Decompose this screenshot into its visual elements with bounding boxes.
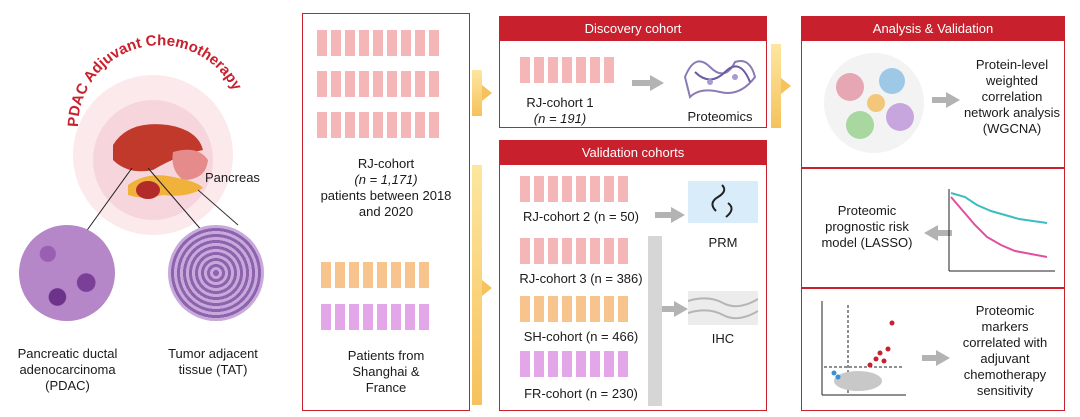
discovery-box: Discovery cohort RJ-cohort 1 (n = 191) P… [499, 16, 767, 128]
validation-cohort-fr: FR-cohort (n = 230) [524, 386, 638, 401]
volcano-plot-icon [821, 301, 906, 396]
other-patient-icons-row-1 [321, 262, 429, 288]
markers-arrow-icon [936, 350, 950, 366]
markers-label: Proteomic markers correlated with adjuva… [962, 303, 1048, 398]
discovery-arrow-icon [650, 75, 664, 91]
prm-spectrum-icon [688, 181, 758, 223]
other-patients-label: Patients from Shanghai & France [347, 348, 425, 395]
rj2-patient-icons [520, 176, 628, 202]
wgcna-arrow-shaft [932, 97, 946, 103]
prm-label: PRM [708, 235, 738, 250]
arrow-to-discovery-icon [482, 85, 492, 101]
validation-header: Validation cohorts [500, 141, 766, 165]
patients-box: RJ-cohort (n = 1,171) patients between 2… [302, 13, 470, 411]
lasso-label: Proteomic prognostic risk model (LASSO) [821, 203, 913, 250]
ihc-slide-icon [688, 291, 758, 325]
prm-arrow-icon [671, 207, 685, 223]
analysis-header: Analysis & Validation [802, 17, 1064, 41]
prm-arrow-shaft [655, 212, 671, 218]
fr-patient-icons [520, 351, 628, 377]
analysis-box: Analysis & Validation Protein-level weig… [801, 16, 1065, 411]
rj-patient-icons-row-1 [317, 30, 439, 56]
tat-label: Tumor adjacent tissue (TAT) [168, 346, 258, 377]
arrow-bar-to-discovery [472, 70, 482, 116]
other-patient-icons-row-2 [321, 304, 429, 330]
ihc-arrow-icon [674, 301, 688, 317]
rj-patient-icons-row-2 [317, 71, 439, 97]
pdac-label: Pancreatic ductal adenocarcinoma (PDAC) [17, 346, 118, 393]
rj-cohort-desc: patients between 2018 and 2020 [320, 188, 452, 219]
svg-text:PDAC Adjuvant Chemotherapy: PDAC Adjuvant Chemotherapy [65, 32, 246, 127]
wgcna-arrow-icon [946, 92, 960, 108]
circle-title: PDAC Adjuvant Chemotherapy [65, 32, 246, 127]
tat-tissue-image [168, 225, 264, 321]
pdac-tissue-image [19, 225, 115, 321]
rj3-patient-icons [520, 238, 628, 264]
arrow-bar-to-analysis [771, 44, 781, 128]
ihc-bracket-bar [648, 236, 662, 406]
ihc-arrow-shaft [662, 306, 674, 312]
validation-box: Validation cohorts RJ-cohort 2 (n = 50) … [499, 140, 767, 411]
discovery-method-label: Proteomics [687, 109, 753, 124]
discovery-header: Discovery cohort [500, 17, 766, 41]
validation-cohort-rj3: RJ-cohort 3 (n = 386) [519, 271, 643, 286]
discovery-cohort-n: (n = 191) [533, 111, 587, 126]
discovery-arrow-shaft [632, 80, 650, 86]
circle-title-arc: PDAC Adjuvant Chemotherapy [65, 32, 246, 127]
discovery-cohort-label: RJ-cohort 1 [526, 95, 594, 110]
ihc-label: IHC [711, 331, 735, 346]
analysis-separator-2 [802, 287, 1064, 289]
discovery-patient-icons [520, 57, 614, 83]
rj-cohort-n: (n = 1,171) [354, 172, 418, 187]
markers-arrow-shaft [922, 355, 936, 361]
arrow-to-analysis-icon [781, 78, 791, 94]
survival-curve-icon [948, 189, 1055, 272]
lasso-arrow-shaft [938, 230, 952, 236]
arrow-bar-to-validation [472, 165, 482, 405]
network-graph-icon [824, 53, 924, 153]
wgcna-label: Protein-level weighted correlation netwo… [963, 57, 1061, 136]
rj-patient-icons-row-3 [317, 112, 439, 138]
rj-cohort-label: RJ-cohort [357, 156, 415, 171]
protein-structure-icon [683, 60, 757, 99]
lasso-arrow-icon [924, 225, 938, 241]
sh-patient-icons [520, 296, 628, 322]
arrow-to-validation-icon [482, 280, 492, 296]
analysis-separator-1 [802, 167, 1064, 169]
validation-cohort-rj2: RJ-cohort 2 (n = 50) [523, 209, 639, 224]
validation-cohort-sh: SH-cohort (n = 466) [523, 329, 639, 344]
pancreas-label: Pancreas [205, 170, 260, 185]
